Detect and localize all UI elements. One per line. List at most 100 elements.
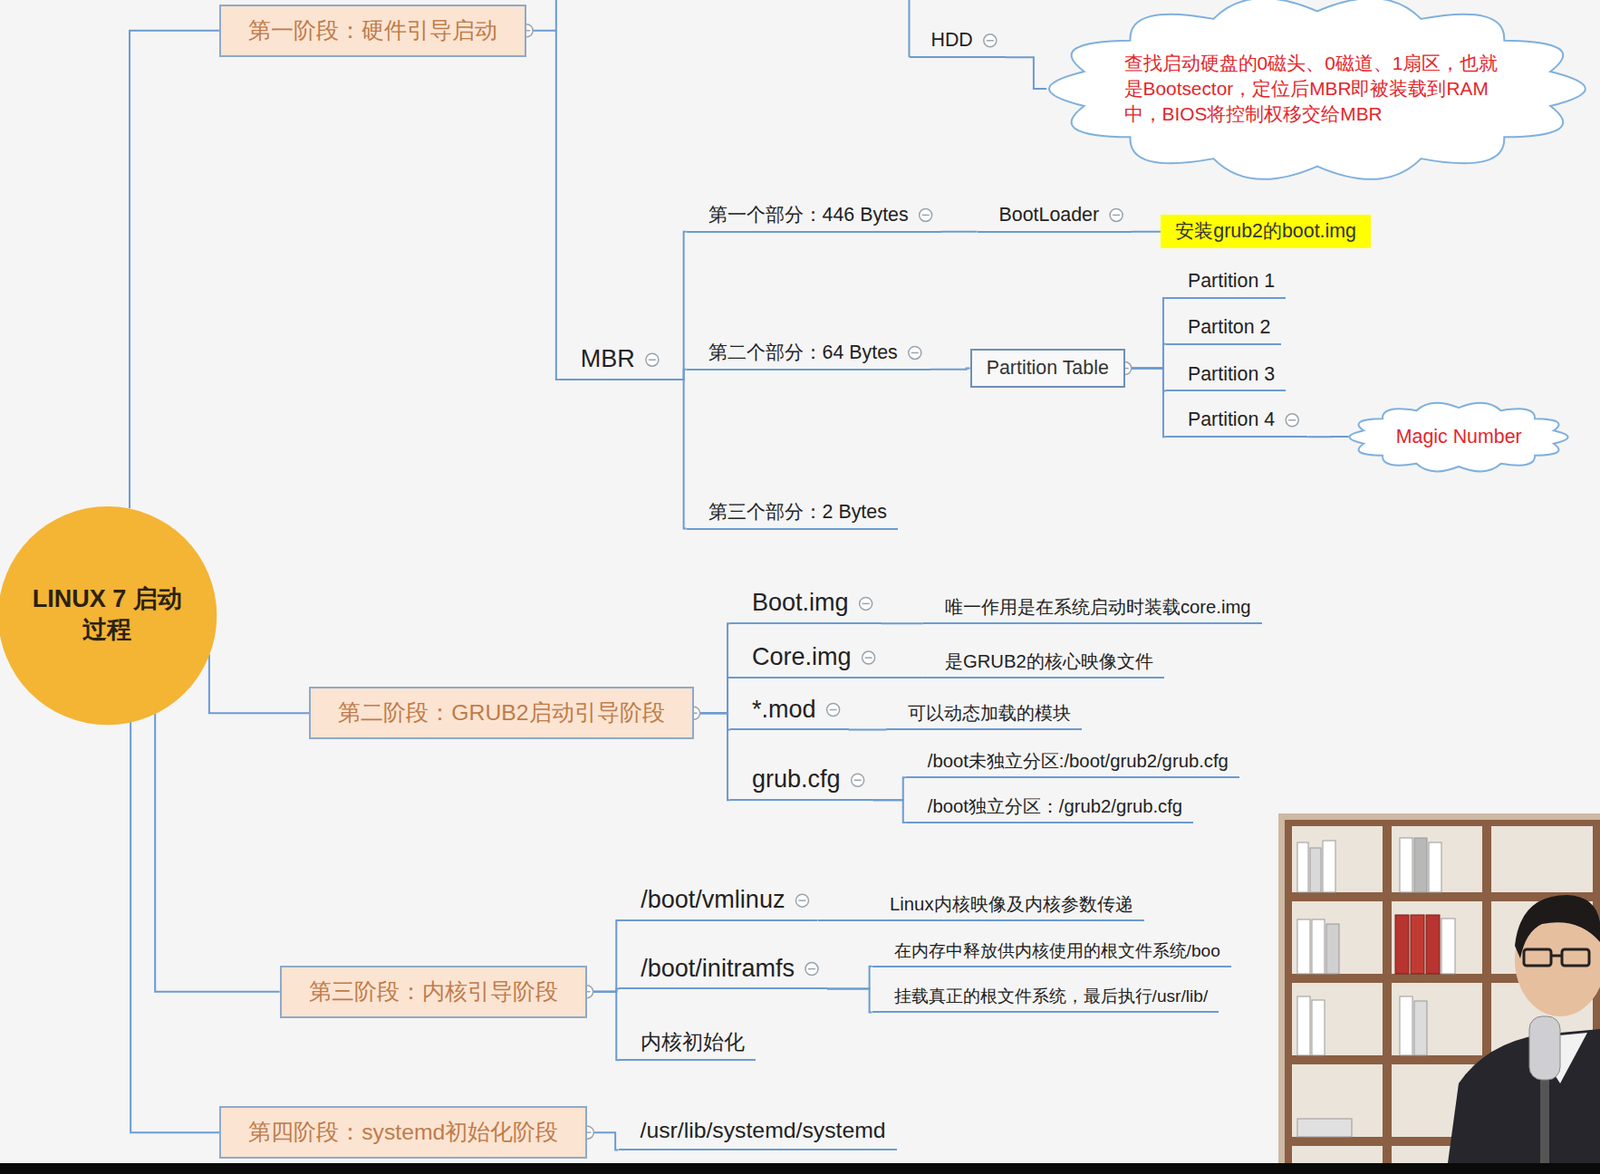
topic-item: /boot/initramfs: [618, 954, 828, 991]
branch-line: [848, 728, 887, 731]
topic-item: /boot未独立分区:/boot/grub2/grub.cfg: [906, 750, 1240, 779]
topic-item: 是GRUB2的核心映像文件: [923, 650, 1165, 679]
node-text: BootLoader: [999, 202, 1100, 228]
collapse-icon: [1285, 414, 1299, 427]
collapse-icon: [859, 597, 873, 610]
node-text: 第二个部分：64 Bytes: [708, 340, 898, 366]
branch-line: [817, 919, 868, 922]
person-torso: [1447, 1029, 1600, 1164]
node-text: Partition 3: [1187, 362, 1275, 387]
branch-line: [693, 677, 731, 714]
collapse-icon: [1109, 208, 1123, 222]
branch-line: [693, 713, 731, 800]
branch-line: [693, 623, 731, 714]
branch-line: [130, 722, 220, 1133]
collapse-icon: [983, 34, 997, 48]
collapse-icon: [851, 773, 865, 787]
cloud-outline: [1349, 402, 1569, 472]
glasses: [1523, 949, 1590, 966]
topic-item: *.mod: [730, 694, 849, 732]
node-text: Partition 1: [1187, 269, 1275, 294]
node-text: 是GRUB2的核心映像文件: [944, 650, 1154, 674]
stage-box: 第四阶段：systemd初始化阶段: [219, 1106, 588, 1159]
microphone: [1529, 1016, 1561, 1080]
topic-item: 第三个部分：2 Bytes: [686, 500, 898, 531]
collapse-icon: [805, 963, 819, 976]
topic-item: 第一个部分：446 Bytes: [686, 202, 942, 233]
circle-shape: [0, 505, 218, 726]
collapse-icons: [520, 24, 1299, 1139]
branch-line: [667, 379, 687, 529]
topic-item: Linux内核映像及内核参数传递: [867, 893, 1144, 922]
node-text: HDD: [931, 28, 974, 53]
collapse-icon: [862, 651, 876, 665]
collapse-icon: [827, 703, 840, 717]
node-text: 查找启动硬盘的0磁头、0磁道、1扇区，也就是Bootsector，定位后MBR即…: [1124, 50, 1511, 127]
branch-line: [667, 231, 687, 380]
branch-line: [526, 30, 560, 380]
branch-line: [930, 368, 971, 370]
node-text: 唯一作用是在系统启动时装载core.img: [944, 596, 1252, 619]
node-text: /boot未独立分区:/boot/grub2/grub.cfg: [927, 750, 1229, 773]
topic-item: Core.img: [730, 642, 885, 679]
root-circle: LINUX 7 启动过程: [0, 505, 218, 726]
branch-line: [884, 676, 924, 679]
node-text: Linux内核映像及内核参数传递: [889, 893, 1133, 916]
topic-item: /boot独立分区：/grub2/grub.cfg: [906, 795, 1194, 824]
node-text: 第三阶段：内核引导阶段: [308, 978, 559, 1006]
node-text: /boot/initramfs: [640, 954, 795, 985]
branch-line: [154, 713, 280, 993]
topic-item: Partition 1: [1166, 269, 1286, 299]
node-text: LINUX 7 启动过程: [28, 584, 187, 646]
node-text: 在内存中释放供内核使用的根文件系统/boo: [894, 940, 1221, 963]
branch-line: [587, 920, 620, 993]
branch-line: [873, 800, 907, 823]
branch-line: [881, 622, 924, 625]
callout-cloud: 查找启动硬盘的0磁头、0磁道、1扇区，也就是Bootsector，定位后MBR即…: [1039, 0, 1596, 186]
topic-item: Boot.img: [730, 587, 882, 625]
topic-item: 第二个部分：64 Bytes: [686, 340, 931, 371]
node-text: /boot独立分区：/grub2/grub.cfg: [927, 795, 1183, 819]
topic-item: 挂载真正的根文件系统，最后执行/usr/lib/: [872, 985, 1220, 1013]
cloud-outline: [1049, 0, 1586, 180]
node-text: /usr/lib/systemd/systemd: [640, 1117, 887, 1146]
node-text: grub.cfg: [751, 764, 841, 796]
branch-line: [941, 231, 978, 233]
stage-box: 第三阶段：内核引导阶段: [279, 965, 588, 1019]
books: [1297, 838, 1456, 1138]
branch-line: [667, 369, 687, 380]
collapse-icon: [908, 346, 922, 359]
branch-line: [129, 30, 220, 509]
node-text: 安装grub2的boot.img: [1175, 219, 1357, 244]
branch-line: [827, 966, 873, 990]
topic-item: /boot/vmlinuz: [618, 885, 818, 922]
branch-line: [1307, 435, 1349, 438]
node-text: Core.img: [751, 642, 852, 674]
node-text: 第二阶段：GRUB2启动引导阶段: [337, 699, 665, 727]
topic-item: Partition 3: [1166, 362, 1286, 393]
circle-fill: [0, 506, 217, 725]
node-text: 内核初始化: [640, 1030, 745, 1056]
topic-item: 在内存中释放供内核使用的根文件系统/boo: [872, 940, 1232, 968]
branch-line: [827, 988, 873, 1013]
branch-line: [209, 654, 309, 714]
topic-item: MBR: [559, 344, 668, 381]
mic-stand: [1540, 1078, 1550, 1164]
node-text: Partition Table: [986, 356, 1109, 381]
node-text: 挂载真正的根文件系统，最后执行/usr/lib/: [894, 985, 1209, 1008]
stage-box: 第二阶段：GRUB2启动引导阶段: [308, 686, 694, 740]
branch-stub: [555, 0, 558, 31]
node-text: MBR: [580, 344, 636, 376]
node-text: *.mod: [751, 694, 817, 726]
branch-line: [1125, 368, 1167, 438]
node-text: Boot.img: [751, 587, 849, 619]
webcam-overlay: [1278, 813, 1600, 1164]
node-text: /boot/vmlinuz: [640, 885, 785, 916]
branch-line: [1125, 298, 1167, 369]
node-text: 第三个部分：2 Bytes: [708, 500, 887, 525]
node-text: Partiton 2: [1187, 315, 1272, 340]
stage-box: 第一阶段：硬件引导启动: [219, 4, 527, 58]
topic-item: Partition 4: [1166, 407, 1308, 438]
topic-box: Partition Table: [970, 348, 1126, 388]
